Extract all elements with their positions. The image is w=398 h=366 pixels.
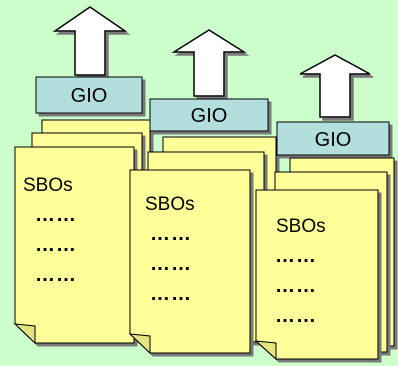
gio-box: GIO [35,76,143,114]
up-arrow-icon [171,29,247,97]
sbo-document-stack: SBOs …… …… …… [128,136,277,355]
sbo-document [129,169,251,354]
gio-box: GIO [149,98,269,132]
sbo-line: …… [35,264,77,286]
up-arrow-icon [299,54,371,118]
stack-1: GIO SBOs …… …… …… [13,6,151,345]
gio-label: GIO [71,85,108,107]
sbo-line: …… [35,204,77,226]
sbo-line: …… [150,283,192,305]
sbo-line: …… [275,275,317,297]
sbo-line: …… [275,245,317,267]
sbo-document-stack: SBOs …… …… …… [13,119,151,345]
stack-3: GIO SBOs …… …… …… [254,54,395,361]
sbo-document [255,189,379,360]
sbo-title: SBOs [23,175,73,196]
sbo-line: …… [275,305,317,327]
sbo-document-stack: SBOs …… …… …… [254,157,395,361]
sbo-document [14,146,135,344]
gio-label: GIO [191,105,228,127]
up-arrow-icon [52,6,128,76]
gio-box: GIO [276,121,390,156]
sbo-title: SBOs [276,216,326,237]
gio-label: GIO [315,129,352,151]
stack-2: GIO SBOs …… …… …… [128,29,277,355]
sbo-title: SBOs [145,194,195,215]
sbo-line: …… [35,234,77,256]
sbo-line: …… [150,253,192,275]
sbo-line: …… [150,223,192,245]
